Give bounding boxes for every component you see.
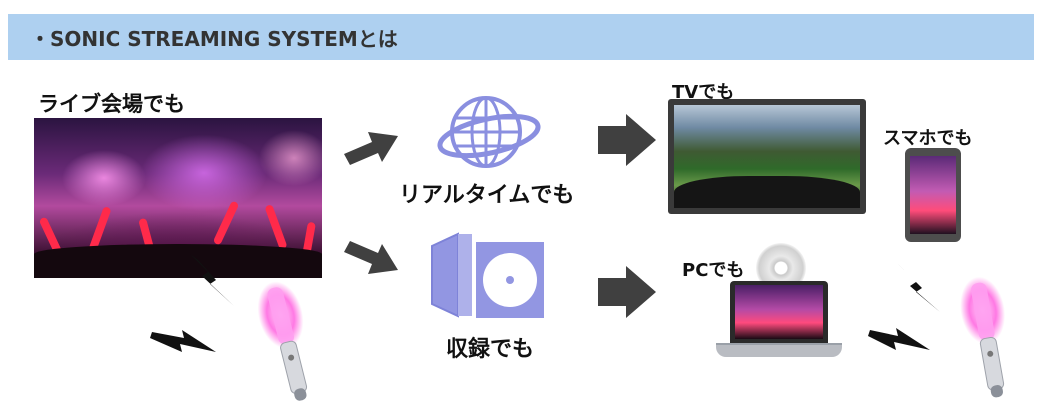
- disc-case-icon: [431, 232, 544, 318]
- arrow-to-tv-icon: [598, 114, 656, 166]
- lightning-icon: [898, 264, 940, 312]
- section-title: ・SONIC STREAMING SYSTEMとは: [30, 27, 398, 51]
- arrow-to-recording-icon: [344, 241, 398, 274]
- lightning-icon: [190, 254, 234, 306]
- tv-label: TVでも: [672, 82, 735, 103]
- arrow-to-pc-icon: [598, 266, 656, 318]
- concert-photo: [34, 118, 322, 278]
- lightning-icon: [868, 328, 930, 350]
- lightning-icon: [150, 330, 216, 352]
- recording-label: 収録でも: [446, 337, 535, 362]
- arrow-to-realtime-icon: [344, 132, 398, 165]
- tv-screen-image: [674, 105, 860, 208]
- pc-label: PCでも: [682, 260, 745, 281]
- laptop-base: [716, 343, 842, 357]
- penlight-icon: [258, 281, 308, 401]
- globe-icon: [437, 96, 541, 168]
- realtime-label: リアルタイムでも: [399, 183, 575, 208]
- smartphone-label: スマホでも: [883, 128, 973, 149]
- section-header-bar: [8, 14, 1034, 60]
- live-venue-label: ライブ会場でも: [38, 92, 185, 116]
- smartphone-screen-image: [910, 156, 956, 234]
- penlight-icon: [960, 276, 1006, 398]
- laptop-screen-image: [735, 285, 823, 339]
